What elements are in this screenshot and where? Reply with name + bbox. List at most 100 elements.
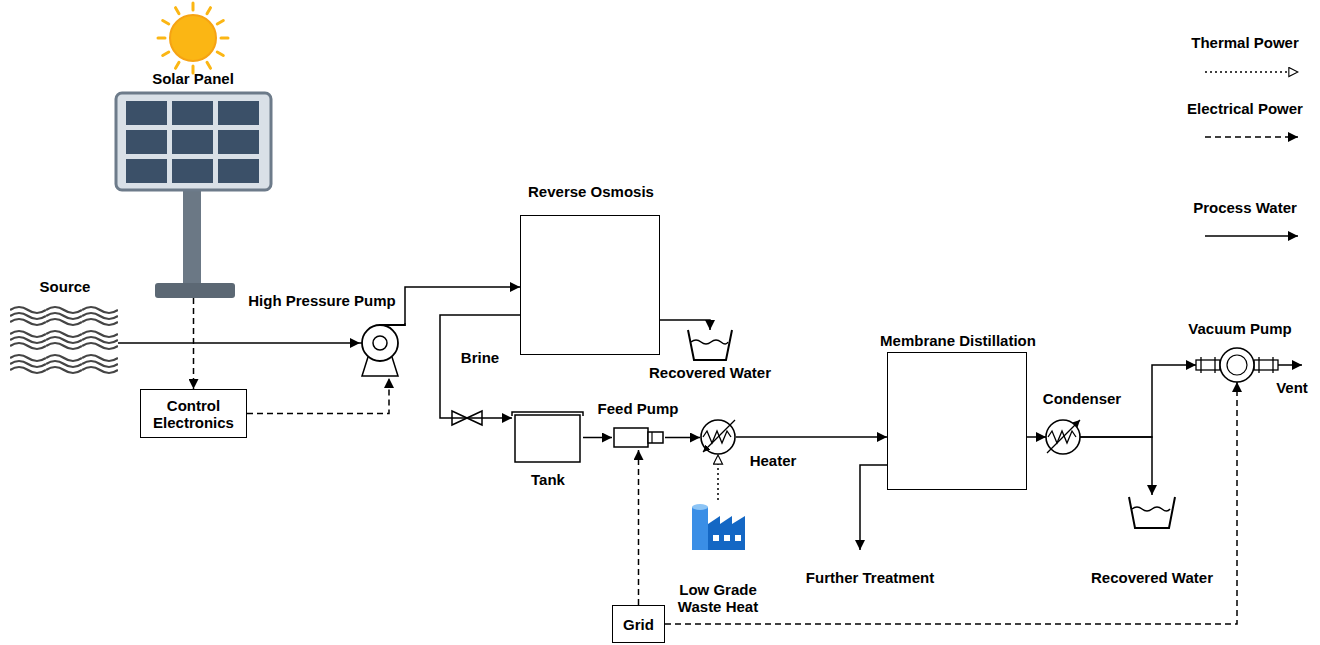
storage-tank: Tank	[512, 410, 583, 462]
water-pipe	[665, 437, 700, 439]
heat-exchanger-symbol	[703, 431, 731, 443]
water-pipe	[736, 436, 887, 438]
sun-icon	[217, 52, 223, 56]
water-pipe	[660, 320, 710, 330]
cup-icon	[688, 330, 1175, 528]
node-label: Control Electronics	[153, 397, 234, 431]
membrane-unit: Membrane Distillation	[887, 352, 1027, 490]
water-waves	[10, 305, 118, 375]
sun-icon	[221, 37, 228, 40]
sun-icon	[170, 15, 216, 61]
heat-exchanger-symbol	[1047, 420, 1080, 453]
node-label: Heater	[750, 452, 797, 469]
solar-panel-icon	[172, 101, 213, 125]
legend-entry: Electrical Power	[1185, 100, 1305, 117]
feed-pump-symbol	[614, 428, 648, 447]
solar-panel-icon	[126, 101, 167, 125]
node-label: Recovered Water	[649, 364, 771, 381]
feed-pump-symbol	[614, 428, 663, 447]
legend-label: Process Water	[1193, 199, 1297, 216]
factory-icon	[713, 535, 719, 541]
feed-pump: Feed Pump	[612, 425, 665, 450]
solar-panel-icon	[126, 159, 167, 183]
vacuum-pump-symbol	[1196, 360, 1220, 370]
solar-panel-icon	[155, 283, 235, 298]
solar-panel-icon	[218, 159, 259, 183]
water-pipe	[118, 342, 360, 344]
factory-icon	[735, 535, 741, 541]
node-label: Source	[40, 278, 91, 295]
sun-icon	[158, 3, 228, 73]
water-pipe	[440, 315, 520, 418]
node-label: High Pressure Pump	[248, 292, 396, 309]
vacuum-pump-symbol	[1220, 348, 1254, 382]
solar-panel-icon	[116, 93, 271, 190]
water-source: Source	[10, 305, 118, 375]
water-pipe	[1080, 437, 1152, 495]
node-label: Feed Pump	[598, 400, 679, 417]
edge-label: Brine	[459, 349, 501, 366]
solar-panel-icon	[218, 101, 259, 125]
tank-symbol	[515, 415, 580, 462]
pump-symbol	[373, 336, 387, 350]
solar-panel-icon	[116, 93, 271, 298]
sun-icon	[176, 62, 180, 68]
sun-icon	[207, 62, 211, 68]
water-pipe	[405, 287, 520, 323]
solar-panel-icon	[172, 159, 213, 183]
membrane-unit: Reverse Osmosis	[520, 215, 660, 355]
node-label: Condenser	[1043, 390, 1121, 407]
sun-icon	[158, 37, 165, 40]
solar-panel-icon	[218, 130, 259, 154]
heat-line	[717, 455, 719, 500]
factory-icon	[708, 516, 745, 550]
sun-icon	[207, 8, 211, 14]
solar-panel-icon	[172, 130, 213, 154]
heat-exchanger-symbol	[1048, 431, 1076, 443]
feed-pump-symbol	[651, 432, 652, 443]
power-box: Grid	[612, 605, 665, 643]
heater: Heater	[700, 419, 736, 455]
power-line	[638, 450, 640, 605]
outlet-line	[1278, 364, 1302, 366]
node-label: Solar Panel	[152, 70, 234, 87]
legend-label: Thermal Power	[1191, 34, 1299, 51]
heat-source: Low Grade Waste Heat	[690, 500, 746, 552]
vacuum-pump-symbol	[1254, 360, 1278, 370]
node-label: Membrane Distillation	[880, 332, 1036, 349]
water-outlet: Recovered Water	[688, 330, 732, 360]
cup-icon	[1129, 497, 1175, 528]
vacuum-pump-symbol	[1201, 357, 1215, 373]
pump-symbol	[362, 325, 398, 361]
condenser: Condenser	[1046, 420, 1080, 454]
factory-icon	[692, 507, 708, 550]
node-label: Reverse Osmosis	[528, 183, 654, 200]
node-label: Recovered Water	[1091, 569, 1213, 586]
outlet-note: Further Treatment	[804, 569, 936, 586]
tank-symbol	[512, 412, 583, 416]
process-box: Control Electronics	[140, 389, 247, 438]
feed-pump-symbol	[648, 432, 663, 443]
legend-sample	[1205, 71, 1298, 73]
sun-icon	[192, 3, 195, 10]
vacuum-pump: Vacuum Pump	[1196, 348, 1278, 382]
water-outlet: Recovered Water	[1128, 495, 1176, 529]
cup-icon	[691, 340, 728, 344]
sun-icon	[163, 52, 169, 56]
heat-exchanger-symbol	[701, 420, 735, 454]
factory-icon	[692, 504, 708, 510]
pump-symbol	[380, 323, 405, 325]
solar-panel-icon	[126, 130, 167, 154]
node-label: Tank	[531, 471, 565, 488]
water-waves	[10, 305, 118, 375]
legend-sample	[1205, 136, 1298, 138]
power-line	[247, 378, 389, 414]
outlet-note: Vent	[1274, 379, 1310, 396]
solar-panel: Solar Panel	[115, 92, 272, 298]
legend-entry: Process Water	[1191, 199, 1299, 216]
water-pipe	[1027, 436, 1046, 438]
